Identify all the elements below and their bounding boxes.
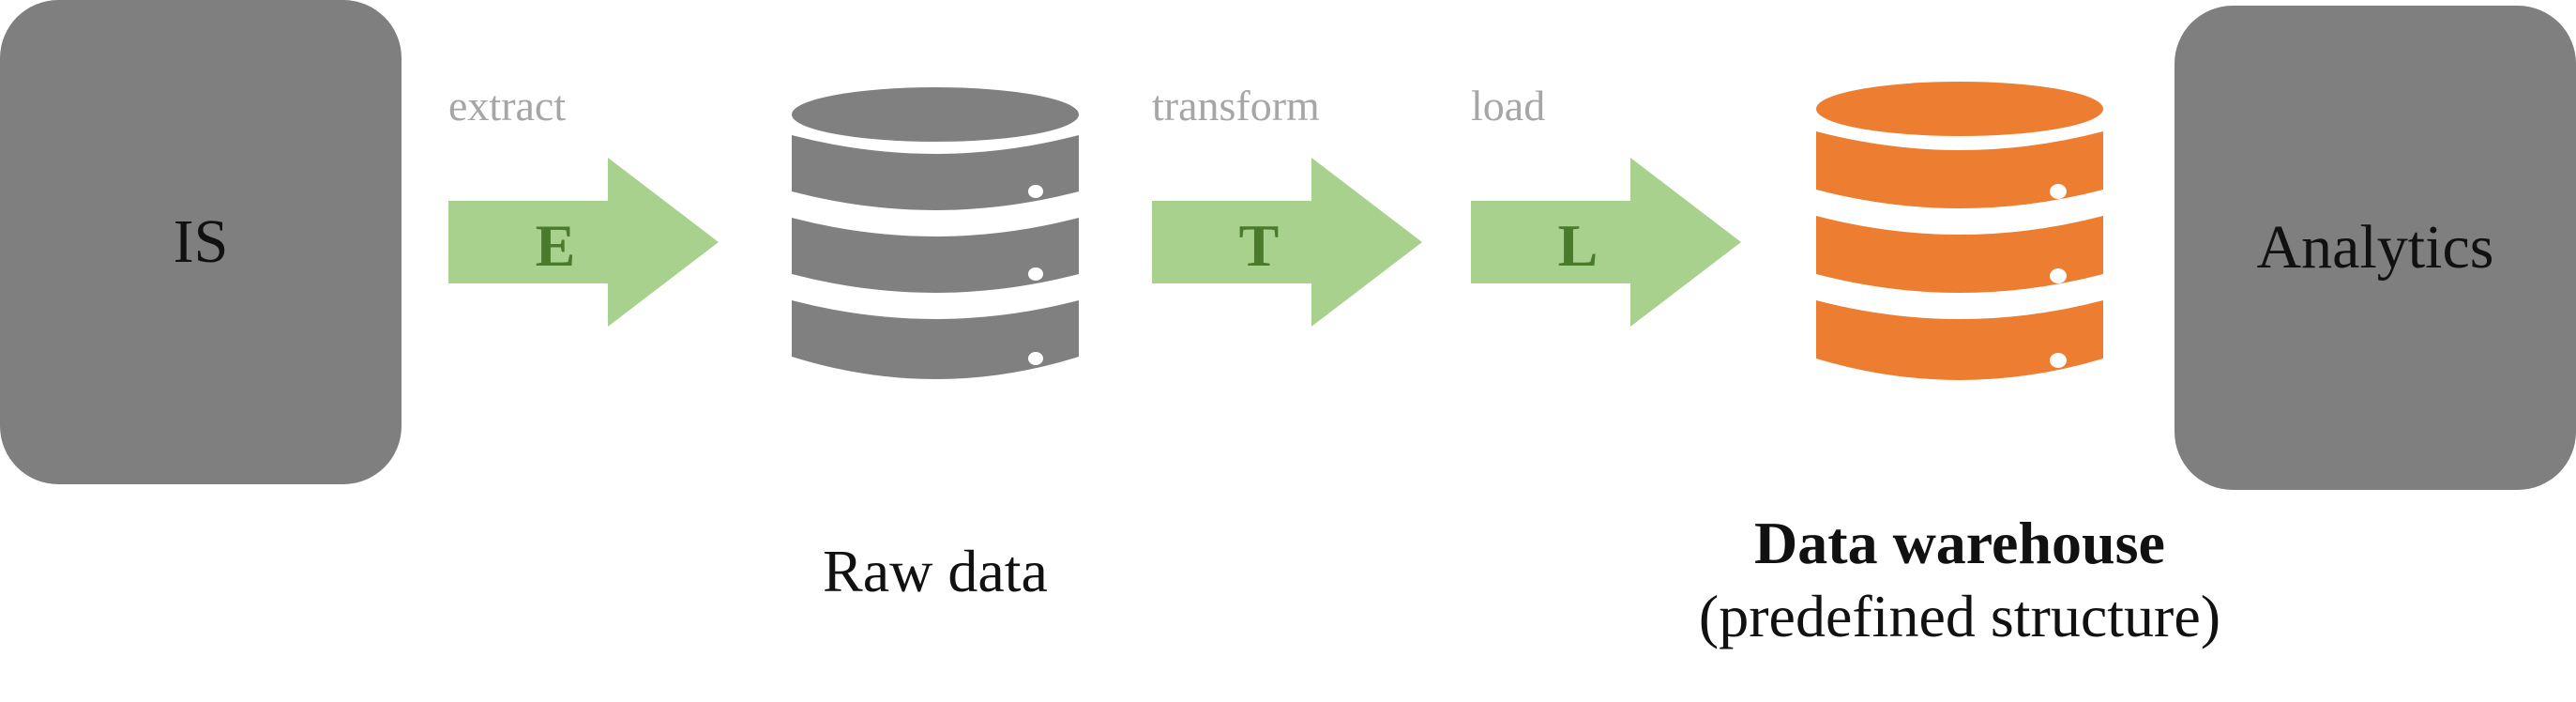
arrow-extract-icon [448, 158, 719, 327]
source-box-is-label: IS [173, 207, 229, 276]
data-warehouse-subtitle: (predefined structure) [1698, 583, 2221, 650]
source-box-is: IS [0, 0, 402, 484]
arrow-letter-t: T [1238, 212, 1280, 279]
step-label-extract: extract [448, 82, 567, 130]
arrow-letter-l: L [1557, 212, 1599, 279]
analytics-box-label: Analytics [2256, 213, 2494, 282]
arrow-letter-e: E [535, 212, 576, 279]
data-warehouse-title: Data warehouse [1754, 510, 2165, 576]
analytics-box: Analytics [2174, 6, 2576, 490]
raw-data-database-icon [792, 87, 1079, 379]
step-label-transform: transform [1152, 82, 1320, 130]
arrow-transform-icon [1152, 158, 1422, 327]
arrow-load-icon [1471, 158, 1741, 327]
raw-data-caption: Raw data [823, 538, 1048, 604]
data-warehouse-caption: Data warehouse (predefined structure) [1584, 507, 2335, 653]
step-label-load: load [1471, 82, 1546, 130]
data-warehouse-database-icon [1816, 82, 2103, 380]
